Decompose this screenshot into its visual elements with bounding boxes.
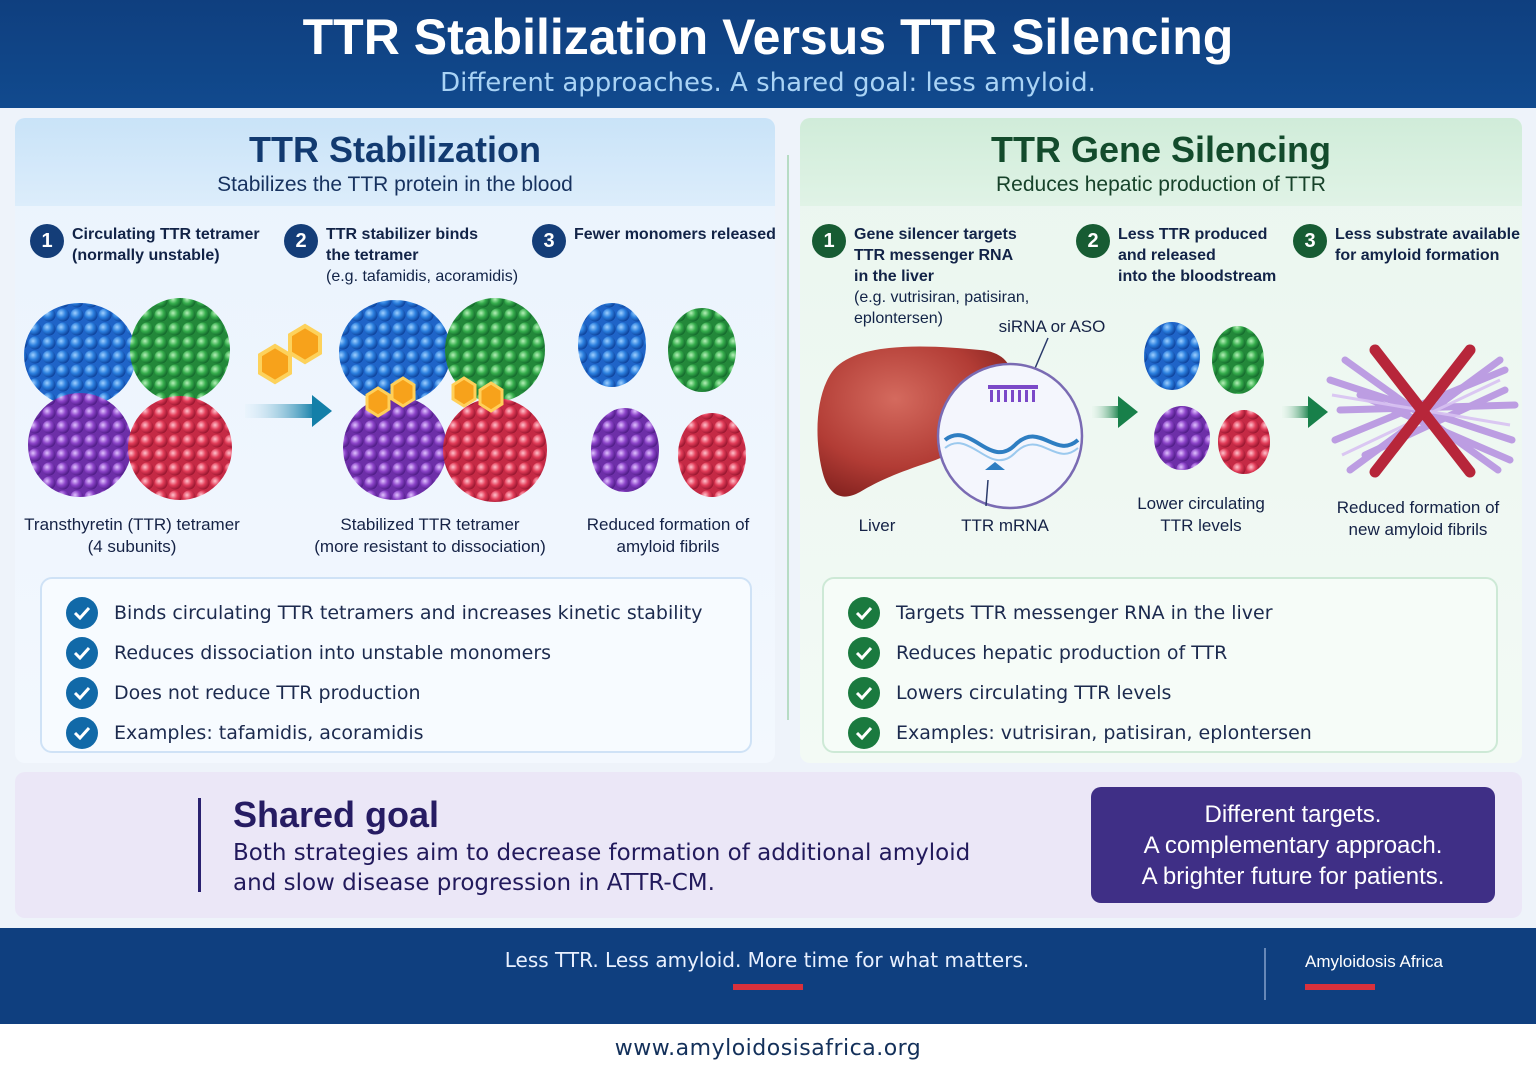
step-number-badge: 1: [30, 224, 64, 258]
checklist-item: Targets TTR messenger RNA in the liver: [848, 593, 1496, 633]
check-icon: [66, 677, 98, 709]
step-title: Fewer monomers released: [574, 226, 776, 243]
silencing-checklist: Targets TTR messenger RNA in the liver R…: [822, 577, 1498, 753]
step-title-line3: into the bloodstream: [1118, 268, 1277, 285]
stabilization-header: TTR Stabilization Stabilizes the TTR pro…: [15, 118, 775, 206]
step-title-line2: and released: [1118, 247, 1216, 264]
step-title: Circulating TTR tetramer: [72, 226, 260, 243]
reduced-new-fibrils-caption: Reduced formation of new amyloid fibrils: [1336, 498, 1500, 539]
check-icon: [848, 717, 880, 749]
step-number-badge: 1: [812, 224, 846, 258]
step-number-badge: 2: [284, 224, 318, 258]
goal-description: Both strategies aim to decrease formatio…: [233, 840, 971, 896]
sirna-label: siRNA or ASO: [998, 317, 1106, 336]
stabilized-tetramer-caption: Stabilized TTR tetramer (more resistant …: [314, 515, 546, 556]
silencing-step-1: 1 Gene silencer targets TTR messenger RN…: [812, 224, 1029, 329]
tetramer-caption: Transthyretin (TTR) tetramer (4 subunits…: [24, 515, 240, 556]
stabilization-checklist: Binds circulating TTR tetramers and incr…: [40, 577, 752, 753]
check-icon: [66, 717, 98, 749]
silencing-header: TTR Gene Silencing Reduces hepatic produ…: [800, 118, 1522, 206]
brand-name: Amyloidosis Africa: [1305, 952, 1443, 971]
step-title-line2: TTR messenger RNA: [854, 247, 1014, 264]
checklist-item: Reduces hepatic production of TTR: [848, 633, 1496, 673]
footer-divider: [1264, 948, 1266, 1000]
goal-divider: [198, 798, 201, 892]
footer-banner: Less TTR. Less amyloid. More time for wh…: [0, 928, 1536, 1024]
step-title: TTR stabilizer binds: [326, 226, 479, 243]
check-icon: [848, 597, 880, 629]
step-title-line3: in the liver: [854, 268, 935, 285]
checklist-item: Lowers circulating TTR levels: [848, 673, 1496, 713]
stabilization-title: TTR Stabilization: [249, 129, 541, 170]
tagline-underline: [733, 984, 803, 990]
step-note-line2: eplontersen): [854, 310, 943, 327]
step-note: (e.g. tafamidis, acoramidis): [326, 268, 519, 285]
footer-tagline: Less TTR. Less amyloid. More time for wh…: [504, 948, 1030, 972]
step-number-badge: 3: [532, 224, 566, 258]
website-link[interactable]: www.amyloidosisafrica.org: [614, 1036, 922, 1061]
step-title: Less substrate available: [1335, 226, 1520, 243]
page-title: TTR Stabilization Versus TTR Silencing: [302, 9, 1234, 65]
step-title: Gene silencer targets: [854, 226, 1017, 243]
stabilization-step-2: 2 TTR stabilizer binds the tetramer (e.g…: [284, 224, 518, 287]
lower-ttr-caption: Lower circulating TTR levels: [1137, 494, 1265, 535]
checklist-item: Examples: vutrisiran, patisiran, eplonte…: [848, 713, 1496, 753]
goal-message-box: Different targets. A complementary appro…: [1091, 787, 1495, 903]
check-icon: [66, 597, 98, 629]
stabilization-step-3: 3 Fewer monomers released: [532, 224, 776, 258]
reduced-fibrils-caption: Reduced formation of amyloid fibrils: [586, 515, 750, 556]
check-icon: [848, 677, 880, 709]
checklist-item: Binds circulating TTR tetramers and incr…: [66, 593, 750, 633]
step-number-badge: 3: [1293, 224, 1327, 258]
stabilization-subtitle: Stabilizes the TTR protein in the blood: [217, 173, 573, 196]
step-note: (e.g. vutrisiran, patisiran,: [854, 289, 1030, 306]
panel-divider: [787, 155, 789, 720]
shared-goal-section: Shared goal Both strategies aim to decre…: [15, 772, 1522, 918]
goal-title: Shared goal: [233, 794, 440, 835]
mrna-label: TTR mRNA: [961, 516, 1049, 535]
checklist-item: Examples: tafamidis, acoramidis: [66, 713, 750, 753]
page-subtitle: Different approaches. A shared goal: les…: [440, 68, 1096, 98]
checklist-item: Does not reduce TTR production: [66, 673, 750, 713]
liver-label: Liver: [858, 516, 896, 535]
step-title-line2: (normally unstable): [72, 247, 220, 264]
step-title-line2: for amyloid formation: [1335, 247, 1500, 264]
stabilization-step-1: 1 Circulating TTR tetramer (normally uns…: [30, 224, 260, 266]
check-icon: [66, 637, 98, 669]
silencing-step-2: 2 Less TTR produced and released into th…: [1076, 224, 1276, 287]
step-title-line2: the tetramer: [326, 247, 419, 264]
checklist-item: Reduces dissociation into unstable monom…: [66, 633, 750, 673]
silencing-step-3: 3 Less substrate available for amyloid f…: [1293, 224, 1520, 266]
silencing-title: TTR Gene Silencing: [990, 129, 1332, 170]
header-banner: TTR Stabilization Versus TTR Silencing D…: [0, 0, 1536, 108]
brand-underline: [1305, 984, 1375, 990]
step-title: Less TTR produced: [1118, 226, 1268, 243]
check-icon: [848, 637, 880, 669]
step-number-badge: 2: [1076, 224, 1110, 258]
silencing-subtitle: Reduces hepatic production of TTR: [996, 173, 1326, 196]
